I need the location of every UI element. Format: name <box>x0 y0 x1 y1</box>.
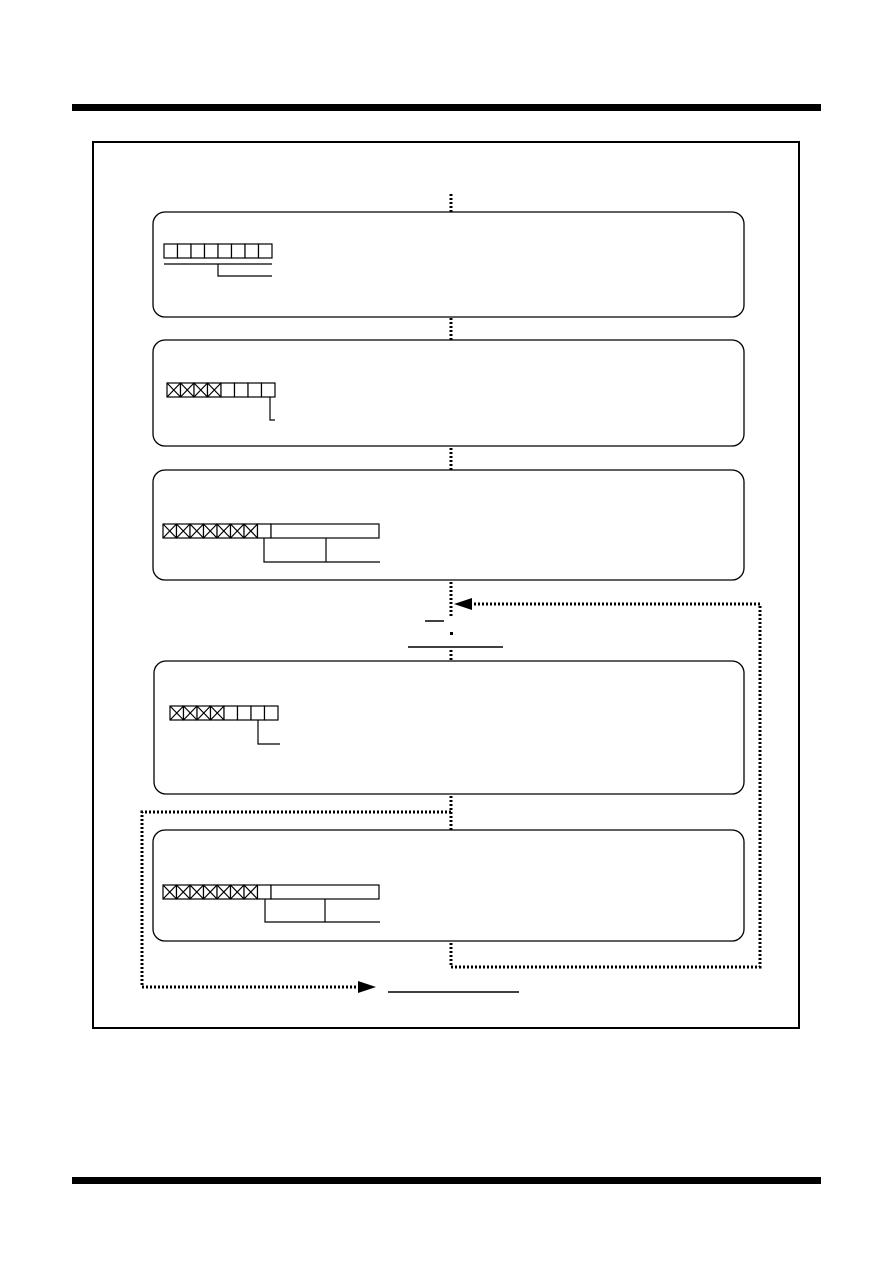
register-cell <box>260 382 276 398</box>
register-leader-3 <box>263 538 380 563</box>
step-boxes <box>152 211 745 942</box>
arrowhead-left <box>454 598 472 610</box>
cross-mark <box>216 523 231 539</box>
register-cell <box>250 705 266 721</box>
arrowhead-right <box>358 981 376 993</box>
register-cell <box>244 243 260 259</box>
register-word-field <box>270 884 380 900</box>
register-leader-4 <box>257 720 280 745</box>
loop-right <box>451 602 762 969</box>
cross-mark <box>230 884 245 900</box>
register-step-1 <box>163 243 273 259</box>
cross-mark <box>169 705 184 721</box>
register-step-5 <box>162 884 380 900</box>
cross-mark <box>216 884 231 900</box>
register-cell <box>256 884 272 900</box>
register-cell <box>220 382 236 398</box>
top-rule <box>72 104 821 111</box>
cross-mark <box>210 705 225 721</box>
register-step-3 <box>162 523 380 539</box>
flow-connectors <box>140 194 762 989</box>
cross-mark <box>176 523 191 539</box>
register-cell <box>217 243 233 259</box>
cross-mark <box>176 884 191 900</box>
cross-mark <box>183 705 198 721</box>
cross-mark <box>196 705 211 721</box>
cross-mark <box>203 884 218 900</box>
step-box-5 <box>152 829 745 942</box>
register-cell <box>263 705 279 721</box>
cross-mark <box>189 884 204 900</box>
register-cell <box>230 243 246 259</box>
register-cell <box>247 382 263 398</box>
step-box-2 <box>152 339 745 447</box>
register-leader-5 <box>264 899 380 923</box>
cross-mark <box>193 382 208 398</box>
step-box-4 <box>153 660 745 795</box>
register-cell <box>233 382 249 398</box>
cross-mark <box>203 523 218 539</box>
register-leader-2 <box>269 397 275 421</box>
register-leader-1 <box>164 263 272 277</box>
cross-mark <box>189 523 204 539</box>
cross-mark <box>243 884 258 900</box>
cross-mark <box>166 382 181 398</box>
register-step-2 <box>166 382 276 398</box>
register-step-4 <box>169 705 279 721</box>
loop-left <box>140 810 451 989</box>
cross-mark <box>162 884 177 900</box>
register-cell <box>163 243 179 259</box>
cross-mark <box>207 382 222 398</box>
cross-mark <box>230 523 245 539</box>
step-box-1 <box>152 211 745 318</box>
cross-mark <box>243 523 258 539</box>
cross-mark <box>180 382 195 398</box>
junction-dot <box>450 632 453 635</box>
register-cell <box>257 243 273 259</box>
bottom-rule <box>72 1177 821 1184</box>
register-cell <box>223 705 239 721</box>
register-cell <box>203 243 219 259</box>
cross-mark <box>162 523 177 539</box>
register-cell <box>236 705 252 721</box>
register-cell <box>176 243 192 259</box>
step-box-3 <box>152 469 745 581</box>
register-cell <box>256 523 272 539</box>
register-cell <box>190 243 206 259</box>
outer-frame <box>92 141 800 1029</box>
register-word-field <box>270 523 380 539</box>
